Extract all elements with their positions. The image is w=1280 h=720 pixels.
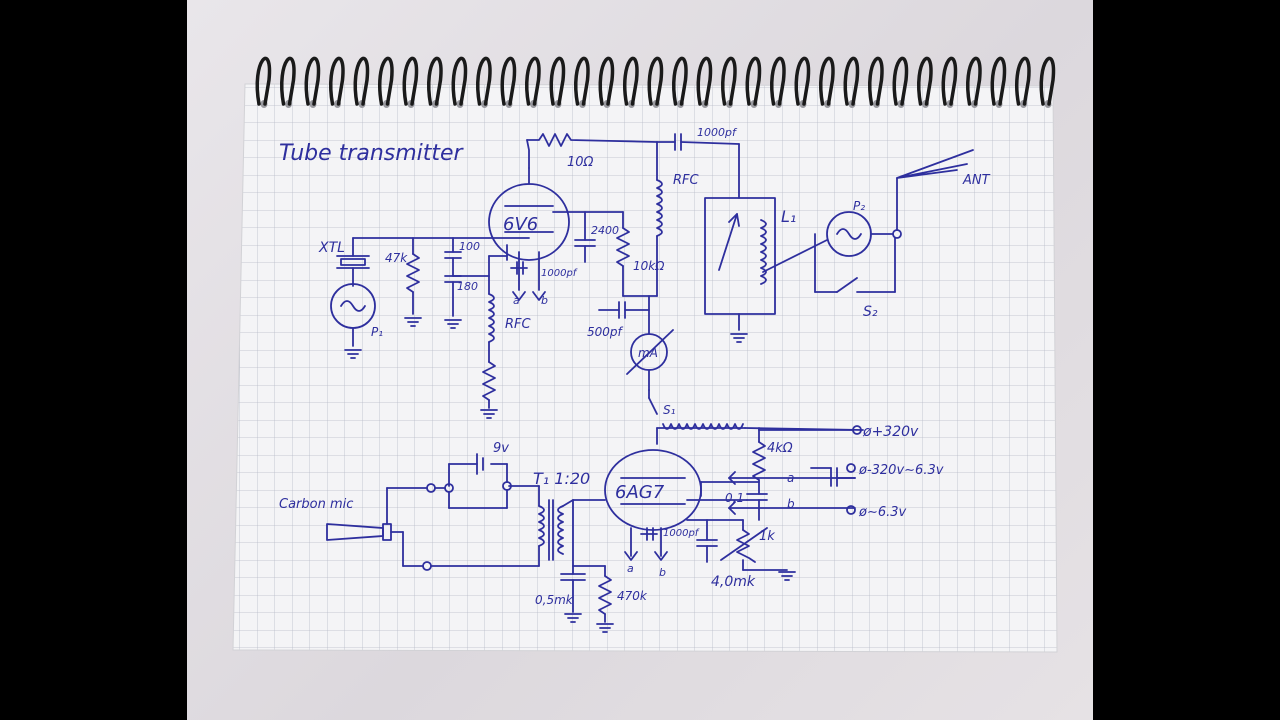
spiral-ring [868,56,884,106]
spiral-ring [353,56,370,106]
label-1000pf-mid: 1000pf [541,268,578,279]
label-10k: 10kΩ [633,259,665,273]
label-xtl: XTL [318,240,345,256]
spiral-ring [696,56,713,106]
label-rfc-plate: RFC [673,173,700,188]
spiral-ring [941,56,958,106]
notebook-photo: Tube transmitter 6V6 6AG7 XTL 47k 100 18… [232,56,1058,653]
label-4k: 4kΩ [767,441,793,456]
spiral-ring [598,56,615,106]
label-battery: 9v [493,441,509,456]
spiral-ring [574,56,590,106]
spiral-ring [966,56,982,106]
label-s2: S₂ [863,304,878,320]
spiral-ring [917,56,933,106]
spiral-ring [843,56,860,106]
spiral-ring [476,56,492,106]
notebook-page [232,83,1058,653]
label-470k: 470k [617,589,648,603]
label-a: a [787,471,794,485]
spiral-ring [819,56,835,106]
spiral-ring [1015,56,1031,106]
spiral-ring [500,56,517,106]
label-40mk: 4,0mk [711,574,756,590]
spiral-ring [623,56,639,106]
spiral-ring [378,56,394,106]
label-supply-heater: ø∼6.3v [858,505,907,520]
spiral-ring [255,56,272,106]
label-rfc-grid: RFC [505,317,532,332]
label-transformer: T₁ 1:20 [533,469,590,488]
label-6v6: 6V6 [503,214,538,235]
spiral-ring [402,56,419,106]
schematic-labels: Tube transmitter 6V6 6AG7 XTL 47k 100 18… [279,126,991,607]
diagram-title: Tube transmitter [279,141,465,166]
label-carbon-mic: Carbon mic [279,497,353,512]
spiral-ring [304,56,321,106]
label-1000pf-bot: 1000pf [663,528,700,539]
label-2400: 2400 [591,224,619,237]
label-1000pf-top: 1000pf [697,126,738,139]
label-6ag7: 6AG7 [615,482,665,503]
spiral-ring [892,56,909,106]
spiral-binding [255,56,1056,108]
spiral-ring [427,56,443,106]
spiral-ring [1039,56,1056,106]
photo-frame: Tube transmitter 6V6 6AG7 XTL 47k 100 18… [187,0,1093,720]
label-heater-b-bot: b [659,566,666,579]
spiral-ring [770,56,786,106]
spiral-ring [794,56,811,106]
label-1k: 1k [759,529,775,544]
label-heater-a-bot: a [627,562,634,575]
label-10ohm: 10Ω [567,155,594,170]
label-500pf: 500pf [587,325,624,339]
label-100: 100 [459,240,480,253]
tank-circuit-frame [704,197,776,315]
spiral-ring [329,56,345,106]
label-supply-plus: ø+320v [862,424,919,440]
spiral-ring [525,56,541,106]
spiral-ring [549,56,566,106]
schematic [326,133,974,633]
label-heater-b-top: b [541,294,548,307]
spiral-ring [745,56,762,106]
label-b: b [787,497,795,511]
label-p1: P₁ [371,325,383,339]
label-meter: mA [638,346,658,360]
label-47k: 47k [385,251,408,265]
label-01: 0,1 [725,491,744,505]
spiral-ring [451,56,468,106]
spiral-ring [990,56,1007,106]
label-05mk: 0,5mk [535,593,574,607]
spiral-ring [672,56,688,106]
spiral-ring [280,56,296,106]
label-180: 180 [457,280,478,293]
label-supply-minus: ø-320v∼6.3v [858,463,944,478]
label-antenna: ANT [962,173,991,188]
spiral-ring [647,56,664,106]
label-heater-a-top: a [513,294,520,307]
spiral-ring [721,56,737,106]
label-l1: L₁ [781,207,796,226]
label-p2: P₂ [853,199,865,213]
label-s1: S₁ [663,403,676,417]
